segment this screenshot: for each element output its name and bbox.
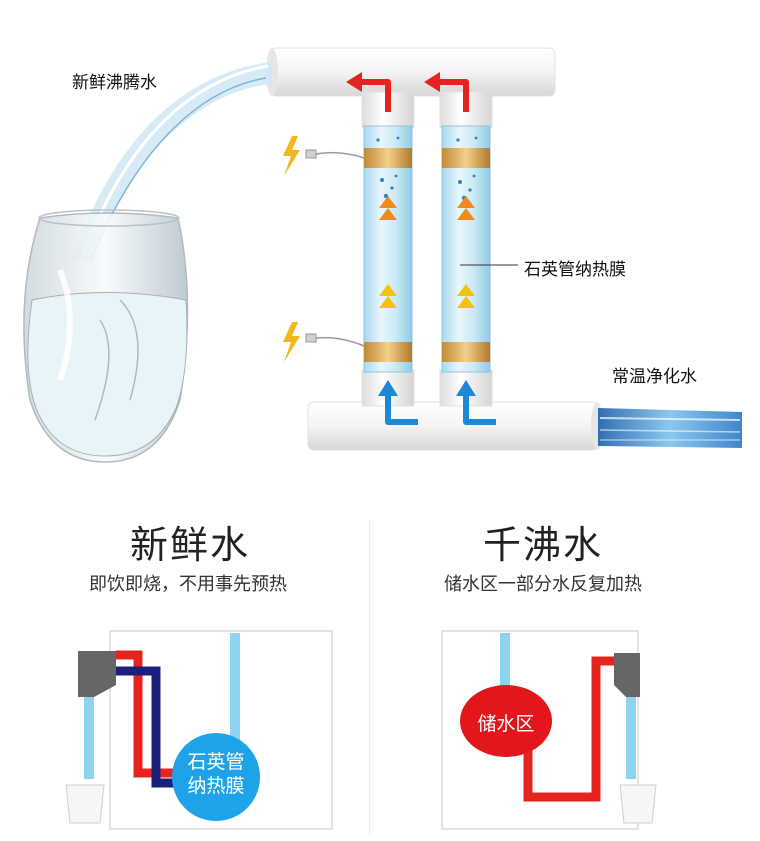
cup-icon bbox=[65, 784, 105, 824]
machine-outline-right bbox=[441, 630, 639, 830]
cold-inlet-pipe bbox=[230, 633, 240, 809]
spout-icon bbox=[78, 651, 116, 697]
spout-icon-right bbox=[614, 653, 640, 697]
quartz-tube-right bbox=[441, 125, 491, 373]
cup-icon-right bbox=[619, 784, 657, 824]
fresh-water-schematic bbox=[65, 630, 333, 830]
top-pipe bbox=[266, 47, 556, 97]
quartz-bubble bbox=[172, 733, 260, 821]
purified-water-stream bbox=[598, 408, 742, 448]
quartz-bubble-text: 石英管 纳热膜 bbox=[176, 750, 256, 798]
panel-left-title: 新鲜水 bbox=[129, 523, 250, 567]
machine-outline bbox=[109, 630, 333, 830]
bubbles bbox=[376, 136, 478, 201]
hot-arrowheads bbox=[346, 72, 440, 92]
thousand-boil-schematic bbox=[441, 630, 657, 830]
quartz-bubble-line1: 石英管 bbox=[187, 751, 245, 773]
cold-arrowheads bbox=[378, 380, 476, 396]
hot-pipe bbox=[116, 650, 190, 778]
hot-flow-arrows bbox=[358, 79, 469, 112]
outlet-pipe bbox=[84, 693, 94, 779]
heating-diagram bbox=[23, 47, 742, 463]
cold-flow-arrows bbox=[385, 392, 496, 425]
panel-right-title: 千沸水 bbox=[482, 523, 603, 567]
outlet-pipe-right bbox=[626, 685, 636, 779]
panel-divider bbox=[369, 520, 370, 835]
label-fresh-boiling-water: 新鲜沸腾水 bbox=[72, 73, 157, 93]
quartz-bubble-line2: 纳热膜 bbox=[187, 775, 245, 797]
quartz-tube-left bbox=[363, 125, 413, 373]
lightning-icon-upper bbox=[283, 136, 365, 176]
label-quartz-heating-film: 石英管纳热膜 bbox=[524, 260, 626, 280]
bottom-pipe bbox=[307, 401, 603, 451]
panel-right-subtitle: 储水区一部分水反复加热 bbox=[444, 574, 642, 595]
label-purified-water: 常温净化水 bbox=[612, 367, 697, 387]
lightning-icon-lower bbox=[283, 322, 365, 362]
heat-chevrons-right bbox=[457, 196, 475, 308]
cold-inlet-pipe-right bbox=[500, 633, 510, 693]
heat-chevrons-left bbox=[379, 196, 397, 308]
storage-bubble bbox=[460, 685, 552, 757]
storage-bubble-text: 储水区 bbox=[477, 713, 535, 735]
panel-left-subtitle: 即饮即烧，不用事先预热 bbox=[89, 574, 287, 595]
water-glass bbox=[23, 209, 189, 463]
